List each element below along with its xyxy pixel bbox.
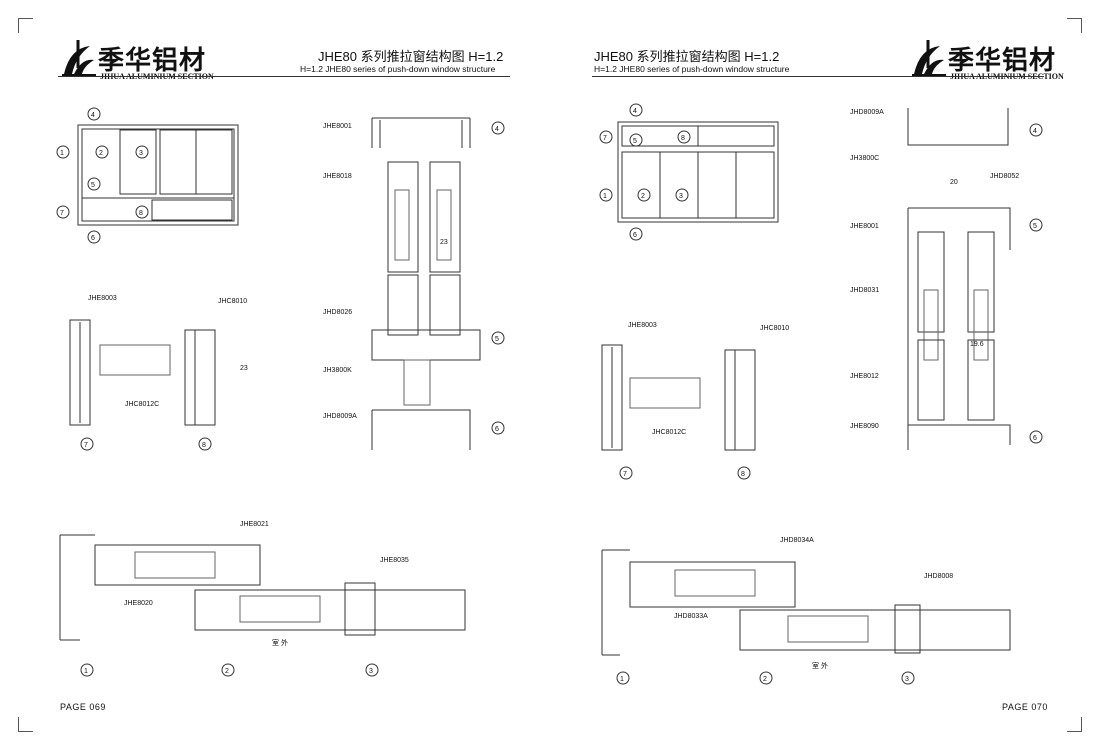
profile-label: JHE8018 [323,173,352,180]
profile-label: JHD8034A [780,537,814,544]
horizontal-section-diagram [59,534,466,641]
vertical-section-diagram [371,117,481,450]
left-page: 季华铝材 JIHUA ALUMINIUM SECTION JHE80 系列推拉窗… [18,18,510,732]
left-drawings: 4 1 2 3 5 7 8 6 4 5 6 7 8 1 2 3 JHE8001 … [56,107,505,677]
callout-7: 7 [60,210,64,217]
callout-6: 6 [1033,435,1037,442]
elevation-diagram [77,124,239,226]
callout-1: 1 [84,668,88,675]
profile-label: JHD8031 [850,287,879,294]
callout-4: 4 [495,126,499,133]
page-subtitle: H=1.2 JHE80 series of push-down window s… [594,64,790,74]
callout-8: 8 [202,442,206,449]
header-rule [592,76,1044,77]
page-number: PAGE 069 [60,702,106,712]
profile-label: JHD8009A [850,109,884,116]
profile-label: JHD8009A [323,413,357,420]
callout-1: 1 [60,150,64,157]
profile-label: JHD8008 [924,573,953,580]
dimension-label: 23 [440,239,448,246]
dimension-label: 19.6 [970,341,984,348]
brand-name-cn: 季华铝材 [98,45,207,76]
profile-label: JH3800K [323,367,352,374]
callout-7: 7 [603,135,607,142]
brand-mark-icon [62,40,96,76]
profile-label: JHE8035 [380,557,409,564]
callout-4: 4 [1033,128,1037,135]
profile-label: JHE8020 [124,600,153,607]
profile-label: JHE8001 [850,223,879,230]
callout-1: 1 [603,193,607,200]
brand-mark-icon [912,40,946,76]
callout-6: 6 [495,426,499,433]
callout-7: 7 [84,442,88,449]
profile-label: JHE8003 [628,322,657,329]
dimension-label: 23 [240,365,248,372]
callout-5: 5 [495,336,499,343]
callout-8: 8 [741,471,745,478]
callout-markers [56,107,505,677]
callout-3: 3 [679,193,683,200]
callout-3: 3 [369,668,373,675]
callout-1: 1 [620,676,624,683]
page-number: PAGE 070 [1002,702,1048,712]
profile-label: JH3800C [850,155,879,162]
crop-mark [18,717,33,732]
callout-6: 6 [91,235,95,242]
crop-mark [1067,717,1082,732]
callout-markers [599,103,1043,685]
page-title: JHE80 系列推拉窗结构图 H=1.2 [594,49,780,64]
outdoor-label: 室 外 [272,638,288,647]
dimension-label: 20 [950,179,958,186]
callout-5: 5 [91,182,95,189]
profile-label: JHC8012C [652,429,686,436]
callout-2: 2 [99,150,103,157]
profile-label: JHD8026 [323,309,352,316]
profile-label: JHC8010 [218,298,247,305]
callout-5: 5 [1033,223,1037,230]
callout-3: 3 [139,150,143,157]
callout-3: 3 [905,676,909,683]
callout-2: 2 [763,676,767,683]
right-drawings: 4 7 8 5 1 2 3 6 4 5 6 7 8 1 2 3 JHD8009A… [599,103,1043,685]
header-rule [58,76,510,77]
vertical-section-diagram [907,108,1011,450]
page-subtitle: H=1.2 JHE80 series of push-down window s… [300,64,496,74]
callout-8: 8 [681,135,685,142]
profile-label: JHE8001 [323,123,352,130]
profile-label: JHE8003 [88,295,117,302]
profile-label: JHD8033A [674,613,708,620]
profile-label: JHC8012C [125,401,159,408]
page-title: JHE80 系列推拉窗结构图 H=1.2 [318,49,504,64]
outdoor-label: 室 外 [812,661,828,670]
callout-4: 4 [633,108,637,115]
callout-2: 2 [641,193,645,200]
callout-7: 7 [623,471,627,478]
callout-4: 4 [91,112,95,119]
callout-6: 6 [633,232,637,239]
profile-label: JHC8010 [760,325,789,332]
interlock-section-right [601,344,756,451]
right-page: JHE80 系列推拉窗结构图 H=1.2 H=1.2 JHE80 series … [550,0,1100,750]
brand-name-cn: 季华铝材 [948,45,1057,76]
horizontal-section-diagram [601,549,1011,656]
crop-mark [1067,18,1082,33]
profile-label: JHD8052 [990,173,1019,180]
crop-mark [18,18,33,33]
profile-label: JHE8012 [850,373,879,380]
callout-8: 8 [139,210,143,217]
callout-2: 2 [225,668,229,675]
profile-label: JHE8021 [240,521,269,528]
profile-label: JHE8090 [850,423,879,430]
elevation-diagram [617,121,779,223]
callout-5: 5 [633,138,637,145]
interlock-section-left [69,319,216,426]
